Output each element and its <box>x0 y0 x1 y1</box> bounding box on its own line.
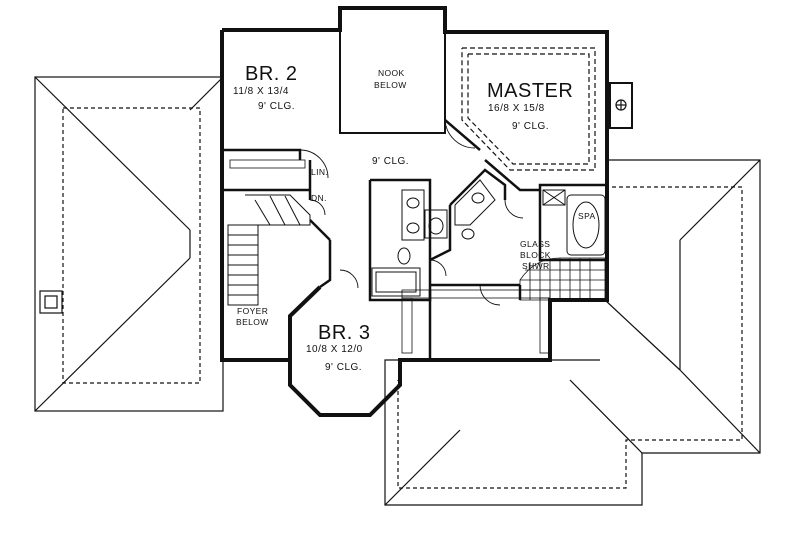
right-roof <box>384 159 761 506</box>
master-ceiling: 9' CLG. <box>512 121 550 132</box>
shower-label-line3: SHWR <box>522 261 550 271</box>
master-name: MASTER <box>487 80 574 102</box>
spa-label: SPA <box>578 211 596 221</box>
down-label: DN. <box>311 193 327 203</box>
shower-label-line2: BLOCK <box>520 250 551 260</box>
stairs <box>227 194 311 306</box>
linen-label: LIN. <box>311 167 329 177</box>
foyer-label-line1: FOYER <box>237 306 269 316</box>
br2-size: 11/8 X 13/4 <box>233 86 289 97</box>
nook-label-line2: BELOW <box>374 80 407 90</box>
shower-label-line1: GLASS <box>520 239 551 249</box>
door-swings <box>299 119 524 306</box>
nook-label-line1: NOOK <box>378 68 405 78</box>
master-fireplace <box>609 82 633 129</box>
left-roof <box>34 76 224 412</box>
br3-ceiling: 9' CLG. <box>325 362 363 373</box>
br3-name: BR. 3 <box>318 322 371 344</box>
br2-name: BR. 2 <box>245 63 298 85</box>
foyer-label-line2: BELOW <box>236 317 269 327</box>
master-size: 16/8 X 15/8 <box>488 103 545 114</box>
closet-rods <box>229 159 551 354</box>
br3-size: 10/8 X 12/0 <box>306 344 363 355</box>
br2-ceiling: 9' CLG. <box>258 101 296 112</box>
hall-ceiling: 9' CLG. <box>372 156 410 167</box>
nook-wall <box>339 7 446 134</box>
bath-fixtures <box>371 179 606 297</box>
